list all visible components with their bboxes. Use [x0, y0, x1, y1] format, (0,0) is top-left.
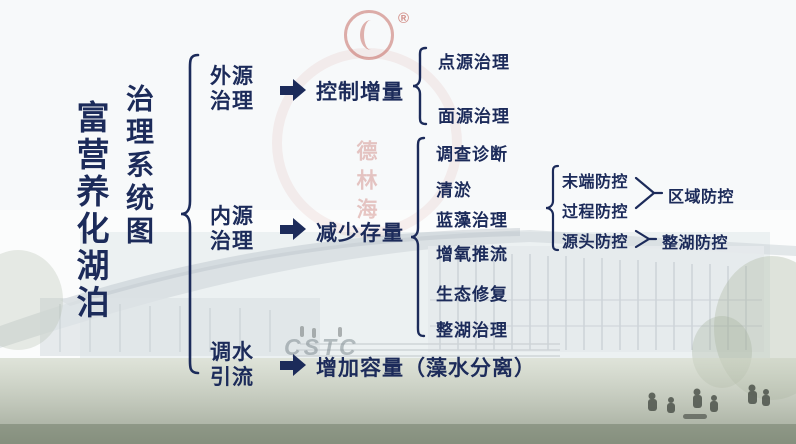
arrow-right-icon [280, 218, 306, 240]
node-control-increment: 控制增量 [316, 81, 404, 104]
node-dredging: 清淤 [436, 181, 472, 200]
node-whole-lake-prevention: 整湖防控 [662, 235, 729, 252]
root-brace-icon [180, 53, 200, 375]
node-reduce-stock: 减少存量 [316, 222, 404, 245]
arrow-right-icon [280, 354, 306, 376]
arrow-right-icon [280, 79, 306, 101]
registered-trademark: ® [398, 10, 410, 27]
node-increase-capacity: 增加容量（藻水分离） [316, 357, 536, 380]
whole-lake-bracket-icon [634, 229, 658, 249]
node-whole-lake-treatment: 整湖治理 [436, 321, 508, 340]
node-process-prevention: 过程防控 [562, 204, 629, 221]
node-point-source-treatment: 点源治理 [438, 53, 510, 72]
building-roof [0, 230, 796, 348]
node-source-prevention: 源头防控 [562, 234, 629, 251]
people-silhouettes [648, 384, 770, 419]
node-internal-source-treatment: 内源 治理 [210, 205, 254, 254]
regional-bracket-icon [634, 176, 664, 210]
node-regional-prevention: 区域防控 [668, 189, 735, 206]
node-survey-diagnosis: 调查诊断 [436, 145, 508, 164]
node-bluealgae-treatment: 蓝藻治理 [436, 211, 508, 230]
node-water-diversion: 调水 引流 [210, 341, 254, 390]
node-external-source-treatment: 外源 治理 [210, 65, 254, 114]
reduce-brace-icon [410, 136, 426, 338]
node-ecological-restoration: 生态修复 [436, 285, 508, 304]
seal-text-watermark: 德林海 [354, 140, 377, 227]
node-diffuse-source-treatment: 面源治理 [438, 107, 510, 126]
control-brace-icon [412, 46, 428, 126]
node-end-prevention: 末端防控 [562, 174, 629, 191]
node-oxygenation-flow: 增氧推流 [436, 245, 508, 264]
plaza-steps [292, 343, 560, 357]
page-subtitle: 治理系统图 [123, 84, 154, 249]
algae-brace-icon [545, 164, 560, 252]
page-title: 富营养化湖泊 [72, 100, 109, 322]
seal-ring-watermark [272, 48, 462, 238]
